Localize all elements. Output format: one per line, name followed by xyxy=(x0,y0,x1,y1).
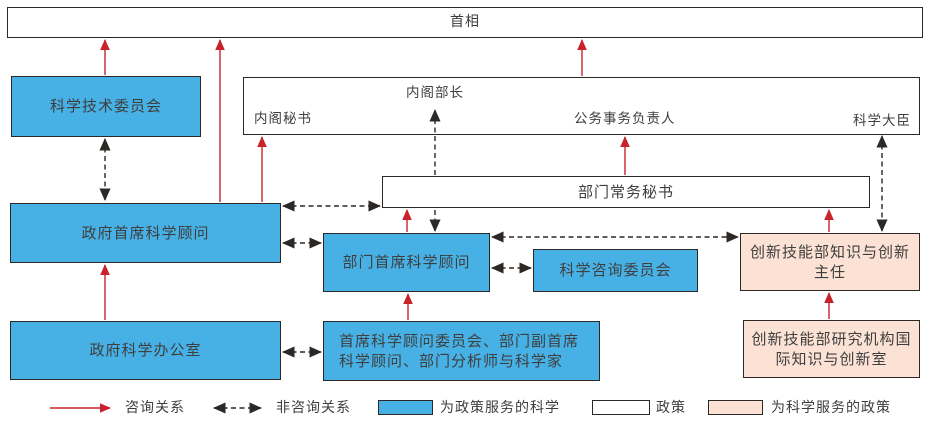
node-gov-science-office: 政府科学办公室 xyxy=(10,321,281,380)
node-dept-permanent-secretary: 部门常务秘书 xyxy=(382,176,870,208)
legend-non-advisory-label: 非咨询关系 xyxy=(276,400,351,416)
node-gov-chief-science-adviser-label: 政府首席科学顾问 xyxy=(81,223,210,242)
node-bis-research-org-office: 创新技能部研究机构国际知识与创新室 xyxy=(743,320,920,378)
legend-policy-for-science-label: 为科学服务的政策 xyxy=(771,400,891,416)
legend-science-for-policy-swatch xyxy=(378,400,433,415)
node-science-advisory-committee: 科学咨询委员会 xyxy=(533,249,698,292)
label-cabinet-secretary: 内阁秘书 xyxy=(254,110,312,127)
legend-policy-label: 政策 xyxy=(656,400,686,416)
label-science-minister: 科学大臣 xyxy=(853,112,911,129)
node-dept-chief-science-adviser: 部门首席科学顾问 xyxy=(323,233,490,292)
legend-policy-for-science-swatch xyxy=(708,400,763,415)
node-science-technology-committee: 科学技术委员会 xyxy=(11,76,201,137)
node-dept-permanent-secretary-label: 部门常务秘书 xyxy=(577,182,674,201)
node-prime-minister: 首相 xyxy=(7,7,923,38)
node-cabinet-group: 内阁秘书 内阁部长 公务事务负责人 科学大臣 xyxy=(243,77,920,135)
legend-science-for-policy-label: 为政策服务的科学 xyxy=(440,400,560,416)
node-dept-chief-science-adviser-label: 部门首席科学顾问 xyxy=(342,253,471,272)
node-bis-research-org-office-label: 创新技能部研究机构国际知识与创新室 xyxy=(751,329,912,368)
node-csa-committee-group: 首席科学顾问委员会、部门副首席科学顾问、部门分析师与科学家 xyxy=(323,321,600,381)
label-civil-service-head: 公务事务负责人 xyxy=(574,110,676,127)
node-csa-committee-group-label: 首席科学顾问委员会、部门副首席科学顾问、部门分析师与科学家 xyxy=(339,331,580,370)
legend-policy-swatch xyxy=(592,400,650,415)
node-science-technology-committee-label: 科学技术委员会 xyxy=(49,97,162,116)
node-gov-chief-science-adviser: 政府首席科学顾问 xyxy=(10,203,281,263)
node-bis-knowledge-innovation-director-label: 创新技能部知识与创新主任 xyxy=(749,242,910,281)
node-bis-knowledge-innovation-director: 创新技能部知识与创新主任 xyxy=(740,233,920,291)
legend-advisory-label: 咨询关系 xyxy=(125,400,185,416)
node-science-advisory-committee-label: 科学咨询委员会 xyxy=(559,261,672,280)
node-prime-minister-label: 首相 xyxy=(450,14,480,31)
node-gov-science-office-label: 政府科学办公室 xyxy=(89,341,202,360)
label-cabinet-minister: 内阁部长 xyxy=(406,85,464,101)
